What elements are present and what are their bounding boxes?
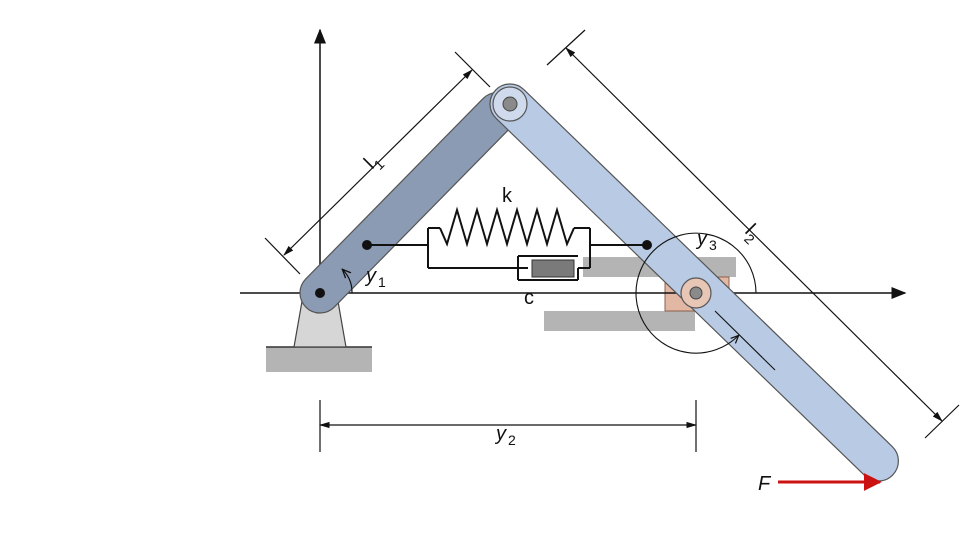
dimension-l2 [546,29,960,439]
label-y3: y 3 [695,228,717,253]
label-y2: y 2 [494,423,516,448]
svg-text:2: 2 [508,432,516,448]
svg-text:y: y [494,423,507,445]
slider-pin [689,286,703,300]
dimension-y2 [318,400,698,452]
svg-text:3: 3 [709,237,717,253]
label-c: c [524,287,534,309]
svg-text:y: y [695,228,708,250]
svg-text:y: y [364,265,377,287]
label-F: F [758,473,772,495]
label-l1: l 1 [360,155,388,174]
link2-guide-line [714,310,776,371]
label-y1: y 1 [364,265,386,290]
label-k: k [502,185,513,207]
svg-text:1: 1 [378,274,386,290]
angle-y3-arc [635,232,757,354]
label-l2: l 2 [740,220,759,248]
angle-y1-arc [343,270,353,294]
dimension-l1 [264,51,491,275]
top-joint-pin [502,96,518,112]
base-pivot [315,288,325,298]
damper-piston [531,259,575,278]
link-1 [299,91,518,314]
ground-block [266,347,372,372]
lower-guide-rail [544,311,695,331]
